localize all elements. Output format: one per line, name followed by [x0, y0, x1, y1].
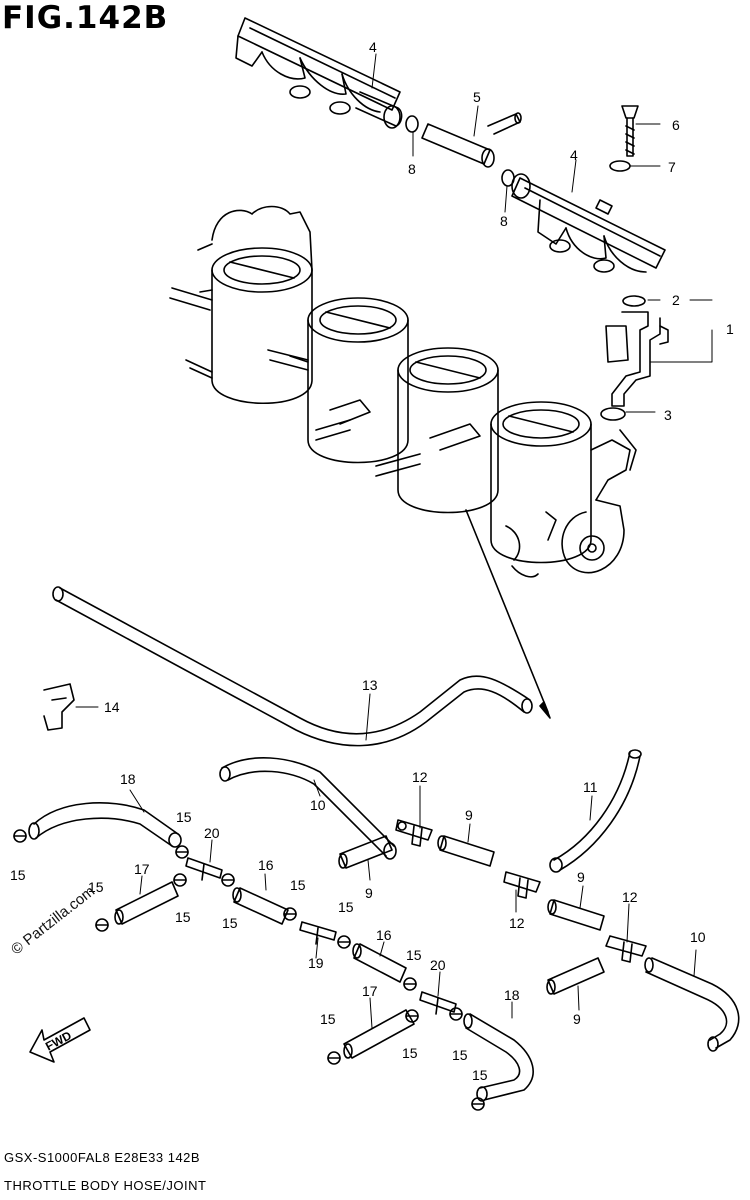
joint-20-lower	[419, 991, 457, 1015]
callout-4-lower: 4	[570, 147, 578, 163]
callout-20-lower: 20	[430, 957, 446, 973]
callout-9-b: 9	[465, 807, 473, 823]
t-joint-12c	[605, 935, 647, 963]
callout-20-upper: 20	[204, 825, 220, 841]
hose-16-upper	[232, 887, 289, 925]
callout-2: 2	[672, 292, 680, 308]
callout-14: 14	[104, 699, 120, 715]
callout-15-d: 15	[88, 879, 104, 895]
callout-12-a: 12	[412, 769, 428, 785]
hose-10-lower	[644, 957, 740, 1052]
hose-18-lower	[463, 1013, 534, 1102]
clips-15	[13, 829, 485, 1111]
callout-15-e: 15	[175, 909, 191, 925]
callout-15-j: 15	[402, 1045, 418, 1061]
figure-title: FIG.142B	[2, 0, 169, 36]
callout-17-upper: 17	[134, 861, 150, 877]
fuel-delivery-pipe-upper	[235, 17, 403, 129]
joint-19	[299, 921, 337, 945]
callout-3: 3	[664, 407, 672, 423]
reference-leader-line	[465, 509, 549, 713]
callout-11: 11	[583, 779, 598, 795]
o-ring-8a	[405, 115, 419, 133]
callout-labels: 1 2 3 4 4 5 6 7 8 8 13 14 18 10 12 11 9 …	[10, 39, 734, 1083]
callout-1: 1	[726, 321, 734, 337]
o-ring-8b	[501, 169, 515, 187]
callout-18-lower: 18	[504, 987, 520, 1003]
callout-9-a: 9	[365, 885, 373, 901]
callout-8-right: 8	[500, 213, 508, 229]
hose-clamp-14	[43, 683, 75, 731]
hose-17-upper	[114, 881, 179, 925]
callout-8-left: 8	[408, 161, 416, 177]
callout-9-c: 9	[577, 869, 585, 885]
hose-9-c	[547, 899, 605, 931]
hose-16-lower	[352, 943, 407, 983]
hose-17-lower	[343, 1009, 415, 1059]
figure-caption: THROTTLE BODY HOSE/JOINT	[4, 1178, 207, 1193]
fuel-joint-pipe	[421, 112, 522, 168]
callout-10-lower: 10	[690, 929, 706, 945]
throttle-body-assembly	[169, 205, 637, 578]
hose-9-a	[338, 835, 393, 869]
hose-11	[549, 749, 642, 873]
hose-10-upper	[219, 757, 397, 860]
model-code: GSX-S1000FAL8 E28E33 142B	[4, 1150, 201, 1165]
callout-7: 7	[668, 159, 676, 175]
callout-15-l: 15	[472, 1067, 488, 1083]
t-joint-12b	[503, 871, 541, 899]
callout-19: 19	[308, 955, 324, 971]
callout-13: 13	[362, 677, 378, 693]
washer-7	[609, 160, 631, 172]
vacuum-hose-13	[52, 586, 533, 747]
callout-15-i: 15	[320, 1011, 336, 1027]
fuel-delivery-pipe-lower	[511, 173, 666, 273]
callout-10-upper: 10	[310, 797, 326, 813]
screw-6	[621, 105, 639, 157]
callout-15-h: 15	[406, 947, 422, 963]
callout-12-b: 12	[509, 915, 525, 931]
t-joint-12a	[395, 819, 433, 847]
callout-12-c: 12	[622, 889, 638, 905]
callout-6: 6	[672, 117, 680, 133]
callout-4-upper: 4	[369, 39, 377, 55]
callout-15-b: 15	[10, 867, 26, 883]
callout-15-c: 15	[290, 877, 306, 893]
callout-9-d: 9	[573, 1011, 581, 1027]
o-ring-2	[622, 295, 646, 307]
callout-leaders	[75, 53, 713, 1029]
forward-arrow	[29, 1017, 91, 1063]
hose-9-b	[437, 835, 495, 867]
callout-18-upper: 18	[120, 771, 136, 787]
callout-15-g: 15	[338, 899, 354, 915]
o-ring-3	[600, 407, 626, 421]
callout-16-upper: 16	[258, 857, 274, 873]
callout-5: 5	[473, 89, 481, 105]
callout-16-lower: 16	[376, 927, 392, 943]
callout-15-f: 15	[222, 915, 238, 931]
hose-18-upper	[28, 802, 182, 848]
fuel-injector	[605, 311, 669, 407]
callout-15-k: 15	[452, 1047, 468, 1063]
hose-9-d	[546, 957, 605, 995]
callout-17-lower: 17	[362, 983, 378, 999]
callout-15-a: 15	[176, 809, 192, 825]
joint-20-upper	[185, 857, 223, 881]
